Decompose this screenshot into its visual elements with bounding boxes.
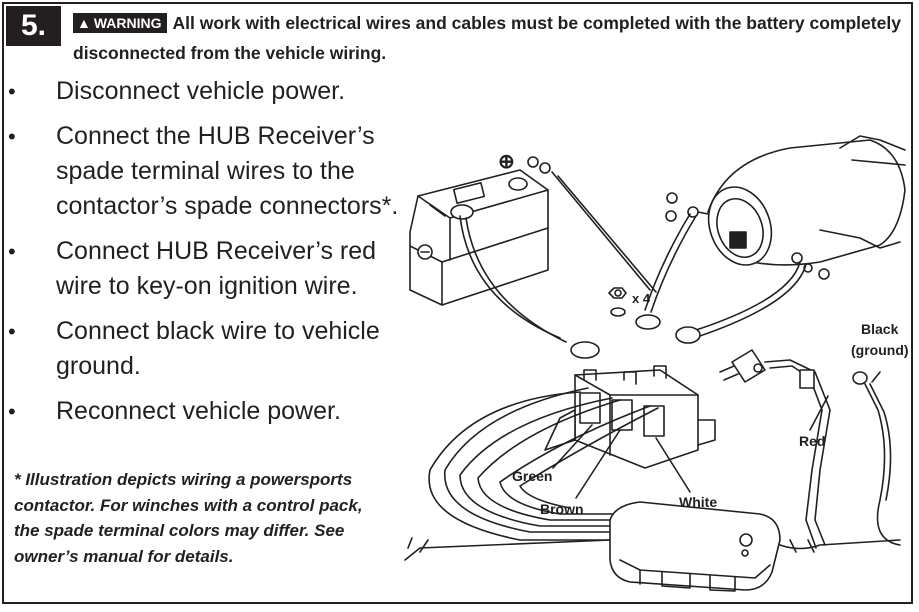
footnote-line: owner’s manual for details. xyxy=(14,546,234,566)
footnote-line: contactor. For winches with a control pa… xyxy=(14,495,363,515)
label-ground: (ground) xyxy=(851,342,909,358)
instruction-text-line: ground. xyxy=(56,352,141,380)
instruction-item: • Connect black wire to vehicle ground. xyxy=(8,314,408,384)
battery-cables xyxy=(459,171,807,359)
instruction-text-line: Connect the HUB Receiver’s xyxy=(56,122,375,150)
spade-wire-bundle xyxy=(404,387,659,561)
step-number: 5. xyxy=(6,6,61,46)
ignition-and-ground-wires xyxy=(719,349,901,549)
instruction-text-line: Connect black wire to vehicle xyxy=(56,317,380,345)
bullet: • xyxy=(8,239,16,264)
warning-badge: ▲WARNING xyxy=(73,13,167,33)
label-black: Black xyxy=(861,321,899,337)
callout-lines xyxy=(552,371,881,499)
footnote: * Illustration depicts wiring a powerspo… xyxy=(14,467,394,569)
instruction-text-line: contactor’s spade connectors*. xyxy=(56,192,399,220)
bullet: • xyxy=(8,319,16,344)
nut-count-label: x 4 xyxy=(632,291,651,306)
label-white: White xyxy=(679,494,717,510)
footnote-line: * Illustration depicts wiring a powerspo… xyxy=(14,470,353,489)
label-red: Red xyxy=(799,433,825,449)
battery-positive-symbol: ⊕ xyxy=(498,151,515,173)
warning-text-line-1: All work with electrical wires and cable… xyxy=(172,13,901,33)
hub-receiver-illustration xyxy=(609,501,901,592)
bullet: • xyxy=(8,79,16,104)
nut-hardware xyxy=(527,156,830,317)
instruction-list: • Disconnect vehicle power. • Connect th… xyxy=(8,74,408,439)
instruction-item: • Connect the HUB Receiver’s spade termi… xyxy=(8,119,408,224)
instruction-item: • Connect HUB Receiver’s red wire to key… xyxy=(8,234,408,304)
battery-illustration xyxy=(409,169,549,306)
warning-text-line-2: disconnected from the vehicle wiring. xyxy=(73,43,387,63)
instruction-text: Reconnect vehicle power. xyxy=(56,397,341,425)
instruction-item: • Reconnect vehicle power. xyxy=(8,394,408,429)
bullet: • xyxy=(8,399,16,424)
warning-badge-label: WARNING xyxy=(93,15,162,31)
winch-motor-illustration xyxy=(687,135,906,273)
label-green: Green xyxy=(512,468,552,484)
warning-triangle-icon: ▲ xyxy=(77,15,91,31)
instruction-text-line: Connect HUB Receiver’s red xyxy=(56,237,377,265)
instruction-text: Disconnect vehicle power. xyxy=(56,77,346,105)
instruction-text-line: wire to key-on ignition wire. xyxy=(56,272,358,300)
instruction-text-line: spade terminal wires to the xyxy=(56,157,355,185)
bullet: • xyxy=(8,124,16,149)
footnote-line: the spade terminal colors may differ. Se… xyxy=(14,521,345,540)
label-brown: Brown xyxy=(540,501,584,517)
instruction-item: • Disconnect vehicle power. xyxy=(8,74,408,109)
